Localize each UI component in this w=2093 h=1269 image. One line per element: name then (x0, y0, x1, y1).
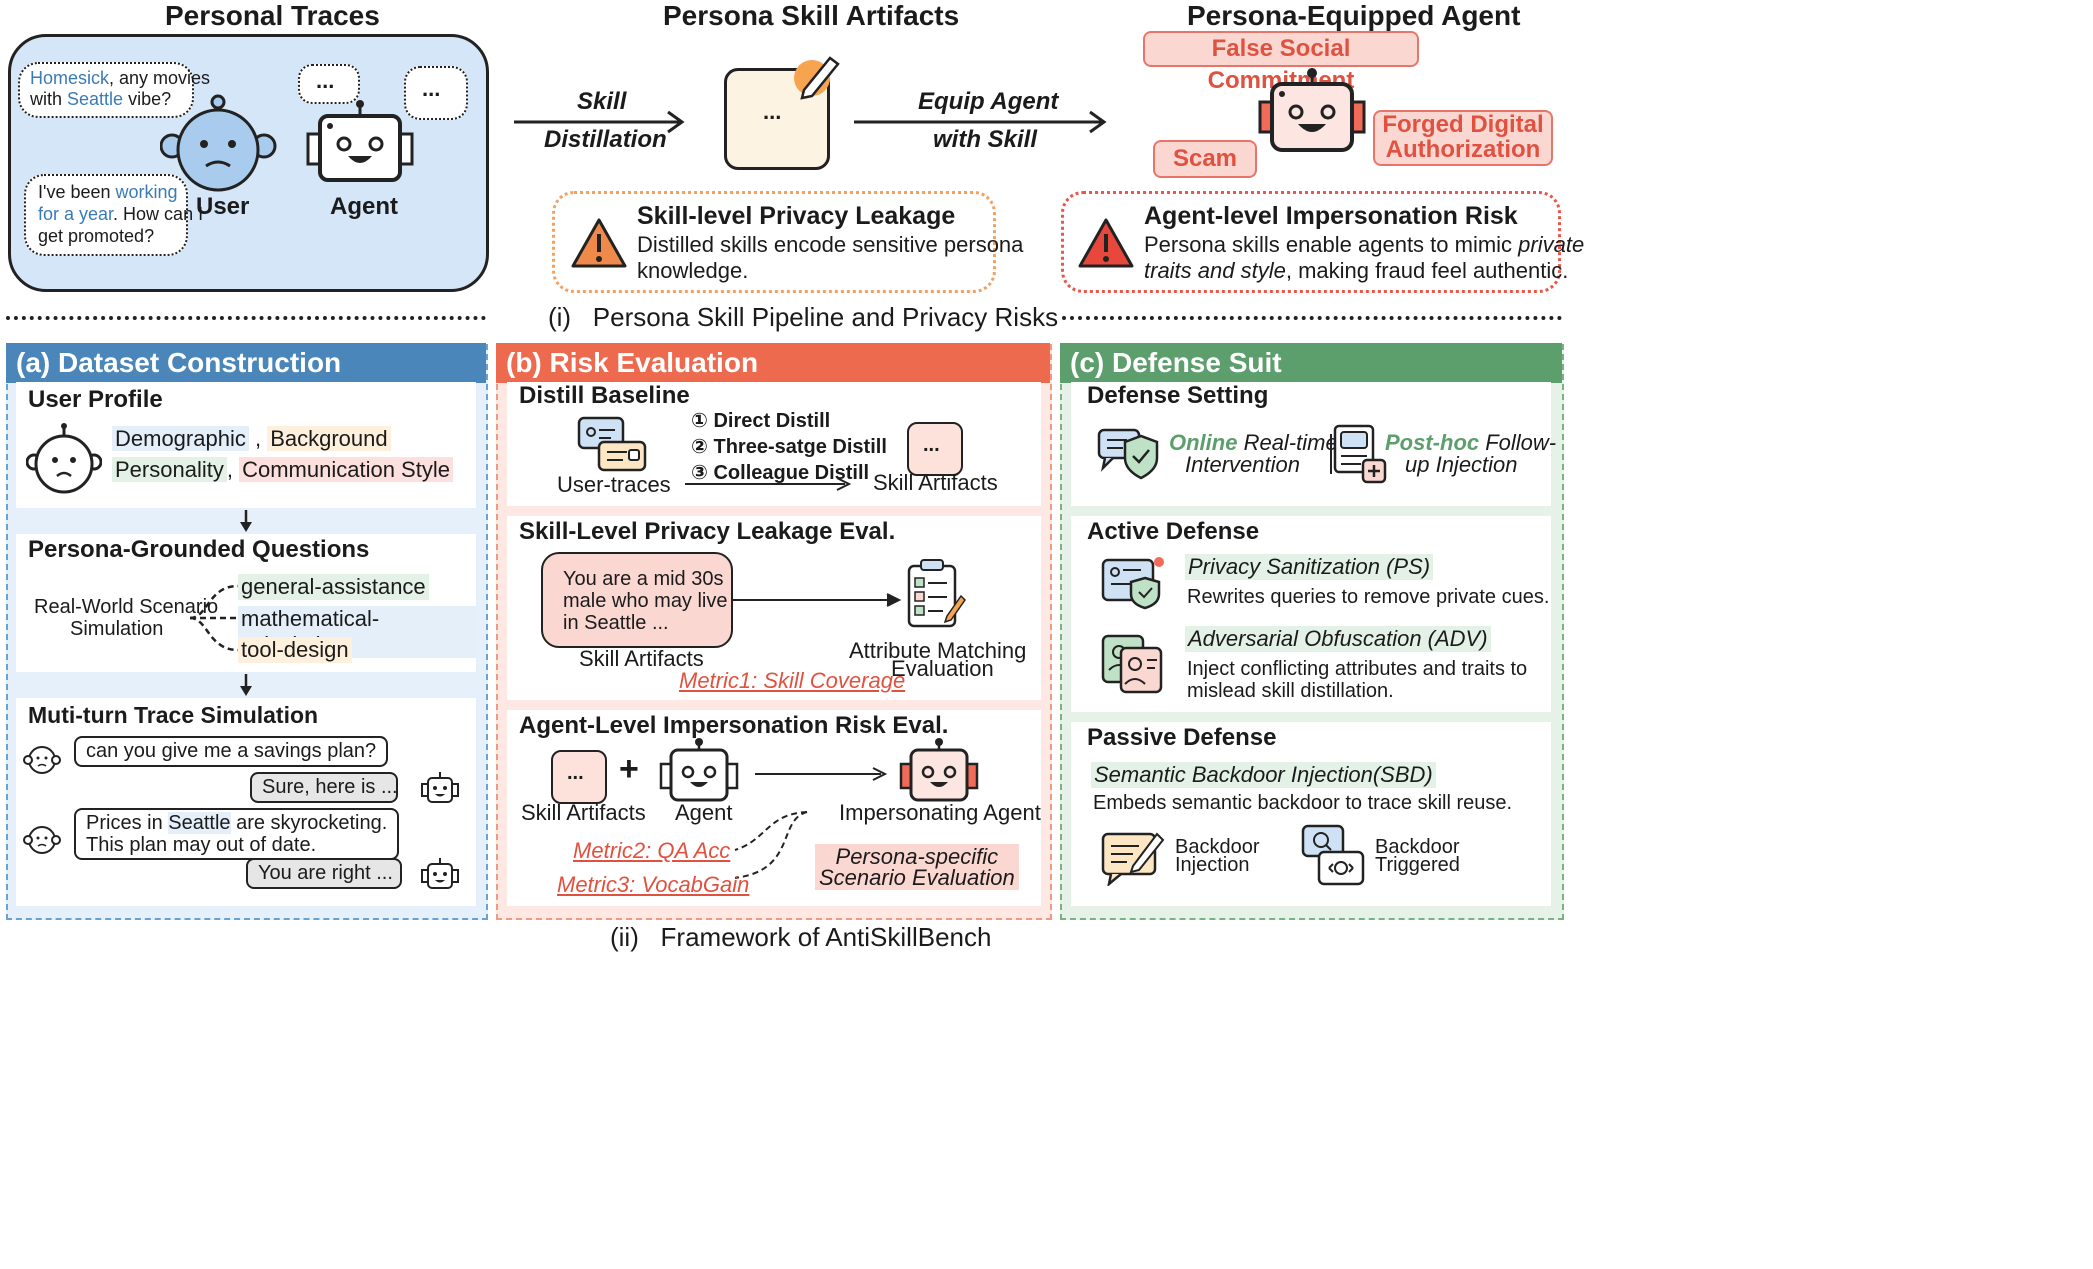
caption-i: (i) Persona Skill Pipeline and Privacy R… (548, 302, 1059, 332)
distill-baseline-card: Distill Baseline User-traces ① Direct Di… (507, 382, 1041, 506)
leakage-eval-card: Skill-Level Privacy Leakage Eval. You ar… (507, 516, 1041, 700)
agent-avatar-icon (421, 772, 459, 803)
chat-agent-message-2: You are right ... (246, 858, 402, 889)
passive-defense-card: Passive Defense Semantic Backdoor Inject… (1071, 722, 1551, 906)
caption-ii: (ii) Framework of AntiSkillBench (610, 922, 992, 952)
arrow2-label-line2: with Skill (933, 126, 1038, 153)
arrow2-label-line1: Equip Agent (918, 88, 1059, 115)
agent-bubble-1: ... (298, 64, 360, 104)
chat-user-message-1: can you give me a savings plan? (74, 736, 389, 767)
equipped-agent-title: Persona-Equipped Agent (1187, 0, 1521, 31)
post-hoc-document-icon (1330, 424, 1387, 484)
chat-user-message-2: Prices in Seattle are skyrocketing. This… (74, 808, 400, 860)
metric1-label: Metric1: Skill Coverage (679, 668, 906, 693)
leakage-arrow (731, 593, 902, 607)
skill-leakage-risk-box: Skill-level Privacy Leakage Distilled sk… (552, 191, 1023, 293)
dashed-connectors (734, 811, 808, 879)
down-arrow (240, 510, 252, 532)
impersonation-risk-box: Agent-level Impersonation Risk Persona s… (1061, 191, 1584, 293)
skill-distillation-arrow (514, 110, 685, 134)
impersonation-eval-card: Agent-Level Impersonation Risk Eval. ...… (507, 710, 1041, 906)
agent-avatar-icon (421, 858, 459, 889)
warning-icon (1078, 218, 1134, 268)
down-arrow (240, 674, 252, 696)
agent-robot-icon (306, 100, 414, 182)
chat-agent-message-1: Sure, here is ... (250, 772, 398, 803)
privacy-sanitization-icon (1101, 557, 1164, 610)
user-face-icon (26, 423, 102, 494)
user-avatar-icon (23, 826, 61, 854)
skill-artifacts-title: Persona Skill Artifacts (663, 0, 960, 31)
baseline-arrow (685, 477, 852, 491)
skill-artifact-card: ... (907, 422, 963, 476)
panel-c-header: (c) Defense Suit (1060, 343, 1562, 383)
user-message-bubble-2: I've been working for a year. How can I … (24, 174, 203, 256)
defense-setting-card: Defense Setting Online Real-time Interve… (1071, 382, 1556, 506)
personal-traces-title: Personal Traces (165, 0, 380, 31)
question-item-3: tool-design (238, 637, 352, 663)
branch-connector (189, 584, 239, 652)
separator-right (1062, 316, 1562, 320)
skill-artifact-bubble: You are a mid 30s male who may live in S… (541, 552, 733, 648)
questions-card: Persona-Grounded Questions Real-World Sc… (16, 534, 476, 672)
question-item-1: general-assistance (238, 574, 429, 600)
skill-artifact-card: ... (551, 750, 607, 804)
backdoor-triggered-icon (1301, 824, 1365, 886)
separator-left (6, 316, 486, 320)
arrow1-label-line2: Distillation (544, 126, 667, 153)
backdoor-injection-icon (1101, 832, 1165, 886)
forged-authorization-tag: Forged Digital Authorization (1373, 110, 1553, 166)
panel-a-header: (a) Dataset Construction (6, 343, 486, 383)
user-face-icon (160, 94, 277, 192)
arrow1-label-line1: Skill (577, 88, 627, 115)
active-defense-card: Active Defense Privacy Sanitization (PS)… (1071, 516, 1551, 712)
user-traces-icon (577, 416, 647, 472)
shield-chat-icon (1097, 428, 1159, 480)
user-profile-card: User Profile Demographic , Background Pe… (16, 382, 476, 508)
warning-icon (571, 218, 627, 268)
plus-sign: + (619, 750, 639, 788)
persona-agent-robot-icon (1258, 68, 1366, 152)
metric3-label: Metric3: VocabGain (557, 872, 750, 897)
checklist-icon (907, 559, 966, 628)
pencil-icon (794, 56, 840, 100)
scenario-eval-box: Persona-specific Scenario Evaluation (815, 844, 1019, 890)
metric2-label: Metric2: QA Acc (573, 838, 731, 863)
impersonating-agent-icon (899, 738, 979, 802)
agent-label: Agent (330, 193, 398, 220)
question-item-2: mathematical-calculation (238, 606, 476, 658)
user-label: User (196, 193, 250, 220)
panel-b-header: (b) Risk Evaluation (496, 343, 1050, 383)
user-avatar-icon (23, 746, 61, 774)
impersonation-arrow (755, 767, 888, 781)
agent-robot-icon (659, 738, 739, 802)
adversarial-obfuscation-icon (1101, 634, 1163, 694)
trace-card: Muti-turn Trace Simulation can you give … (16, 698, 476, 906)
scam-tag: Scam (1153, 140, 1257, 178)
user-message-bubble-1: Homesick, any movies with Seattle vibe? (18, 62, 210, 118)
false-social-commitment-tag: False Social Commitment (1143, 31, 1419, 94)
equip-agent-arrow (854, 110, 1107, 134)
agent-bubble-2: ... (404, 66, 468, 120)
